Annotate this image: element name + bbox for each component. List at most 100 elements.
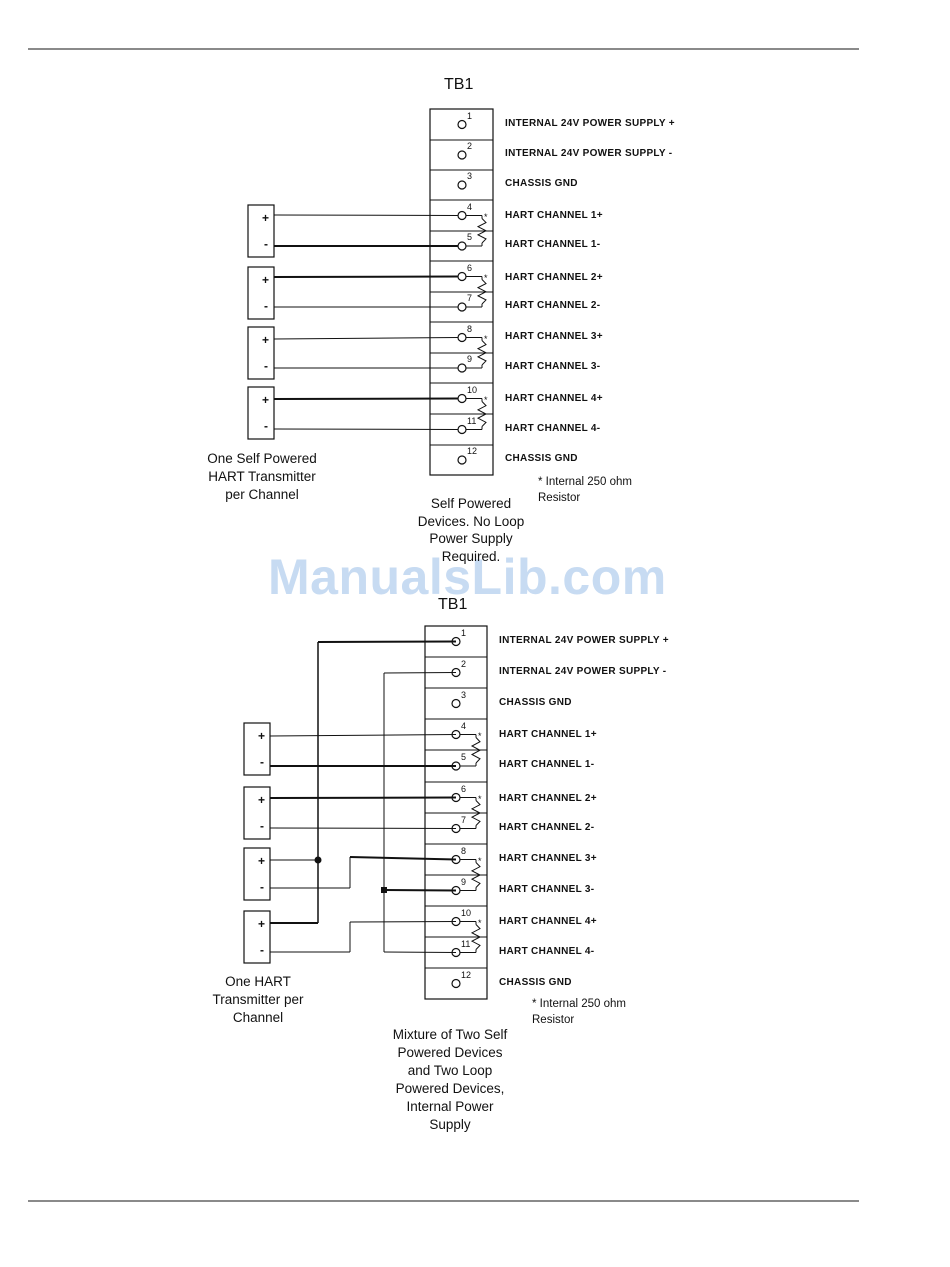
transmitter-minus: - <box>264 359 268 373</box>
signal-wire <box>269 827 457 829</box>
diagram1-graphics <box>247 108 494 476</box>
diagram2-transmitter-caption: One HART Transmitter per Channel <box>212 974 304 1025</box>
hart-transmitter-box <box>243 722 271 776</box>
terminal-number: 5 <box>467 232 473 242</box>
transmitter-plus: + <box>262 211 270 225</box>
terminal-label: HART CHANNEL 4- <box>499 945 595 957</box>
hart-transmitter-box <box>247 266 275 320</box>
terminal-number: 2 <box>467 141 473 151</box>
transmitter-plus: + <box>258 854 266 868</box>
terminal-number: 10 <box>461 907 472 918</box>
terminal-label: CHASSIS GND <box>499 696 572 708</box>
diagram2-title: TB1 <box>438 596 468 613</box>
terminal-screw <box>451 978 461 989</box>
terminal-label: HART CHANNEL 1- <box>505 239 601 250</box>
diagram2-graphics <box>243 625 488 1000</box>
signal-wire <box>349 921 457 923</box>
terminal-number: 2 <box>461 658 467 669</box>
resistor-asterisk: * <box>478 730 482 741</box>
transmitter-minus: - <box>264 299 268 313</box>
supply-minus-wire <box>383 672 457 674</box>
signal-wire <box>269 796 457 799</box>
terminal-number: 4 <box>467 201 473 212</box>
transmitter-plus: + <box>258 917 266 931</box>
transmitter-plus: + <box>262 333 270 347</box>
transmitter-minus: - <box>264 237 268 251</box>
terminal-screw <box>457 363 467 373</box>
terminal-number: 5 <box>461 752 467 762</box>
resistor-symbol <box>476 401 488 427</box>
diagram1-title: TB1 <box>444 76 474 93</box>
terminal-number: 1 <box>467 110 473 121</box>
terminal-number: 12 <box>467 446 478 456</box>
signal-wire <box>269 734 457 737</box>
terminal-screw <box>457 241 467 251</box>
transmitter-minus: - <box>260 755 264 769</box>
terminal-screw <box>457 271 467 282</box>
diagram1-transmitter-caption: One Self Powered HART Transmitter per Ch… <box>207 451 317 502</box>
terminal-label: HART CHANNEL 3- <box>499 883 595 895</box>
terminal-label: CHASSIS GND <box>499 976 572 988</box>
hart-transmitter-box <box>243 910 271 964</box>
transmitter-plus: + <box>262 393 270 407</box>
signal-wire <box>349 856 457 861</box>
signal-wire <box>383 951 457 953</box>
terminal-label: HART CHANNEL 2+ <box>499 792 597 804</box>
terminal-label: INTERNAL 24V POWER SUPPLY - <box>499 665 667 677</box>
terminal-label: INTERNAL 24V POWER SUPPLY + <box>499 634 669 646</box>
terminal-number: 11 <box>461 938 471 949</box>
transmitter-minus: - <box>264 419 268 433</box>
terminal-screw <box>457 393 467 404</box>
resistor-symbol <box>470 737 482 764</box>
resistor-symbol <box>476 218 488 244</box>
terminal-label: HART CHANNEL 3+ <box>505 330 603 342</box>
transmitter-plus: + <box>262 273 270 287</box>
terminal-label: HART CHANNEL 1+ <box>505 209 603 221</box>
terminal-screw <box>457 424 467 435</box>
terminal-label: HART CHANNEL 1- <box>499 759 595 770</box>
signal-wire <box>273 275 459 278</box>
terminal-label: HART CHANNEL 3+ <box>499 852 597 864</box>
resistor-symbol <box>470 924 482 950</box>
terminal-number: 8 <box>461 845 467 856</box>
hart-transmitter-box <box>247 204 275 258</box>
terminal-screw <box>457 119 467 130</box>
signal-wire <box>273 337 459 340</box>
terminal-number: 11 <box>467 415 477 426</box>
transmitter-minus: - <box>260 880 264 894</box>
terminal-label: HART CHANNEL 4+ <box>499 915 597 927</box>
terminal-label: CHASSIS GND <box>505 453 578 464</box>
transmitter-minus: - <box>260 943 264 957</box>
terminal-number: 12 <box>461 969 472 980</box>
terminal-number: 8 <box>467 323 473 334</box>
terminal-number: 9 <box>467 354 473 364</box>
signal-wire <box>273 397 459 400</box>
terminal-screw <box>451 698 461 709</box>
terminal-label: HART CHANNEL 3- <box>505 361 601 372</box>
hart-transmitter-box <box>247 386 275 440</box>
transmitter-plus: + <box>258 793 266 807</box>
resistor-symbol <box>470 862 482 888</box>
resistor-asterisk: * <box>478 793 482 804</box>
resistor-asterisk: * <box>484 272 488 283</box>
terminal-label: HART CHANNEL 2- <box>499 821 595 833</box>
hart-transmitter-box <box>247 326 275 380</box>
resistor-asterisk: * <box>478 855 482 866</box>
resistor-asterisk: * <box>484 333 488 344</box>
terminal-label: CHASSIS GND <box>505 178 578 189</box>
resistor-symbol <box>476 279 488 305</box>
terminal-label: INTERNAL 24V POWER SUPPLY + <box>505 117 675 129</box>
resistor-asterisk: * <box>484 394 488 405</box>
junction-dot <box>314 856 322 864</box>
supply-plus-wire <box>317 640 457 643</box>
diagram2-caption: Mixture of Two Self Powered Devices and … <box>392 1027 508 1132</box>
terminal-number: 9 <box>461 876 467 887</box>
terminal-screw <box>457 302 467 312</box>
terminal-screw <box>457 180 467 190</box>
transmitter-plus: + <box>258 729 266 743</box>
terminal-screw <box>457 150 467 160</box>
hart-transmitter-box <box>243 786 271 840</box>
terminal-label: HART CHANNEL 2+ <box>505 271 603 283</box>
terminal-number: 6 <box>461 783 467 794</box>
